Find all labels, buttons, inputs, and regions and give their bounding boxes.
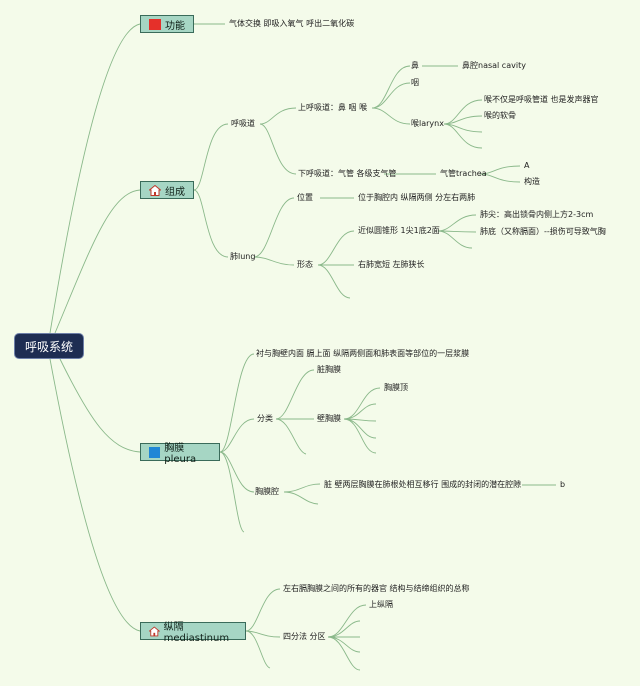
nose-node[interactable]: 鼻 bbox=[411, 61, 419, 70]
lung-position-node[interactable]: 位置 bbox=[297, 193, 313, 202]
node-pleura[interactable]: 胸膜pleura bbox=[140, 443, 220, 465]
lung-shape-desc[interactable]: 近似圆锥形 1尖1底2面 bbox=[358, 226, 440, 235]
node-mediastinum-label: 纵隔mediastinum bbox=[163, 622, 230, 644]
pleura-definition[interactable]: 衬与胸壁内面 膈上面 纵隔两侧面和肺表面等部位的一层浆膜 bbox=[256, 349, 470, 358]
lung-base-node[interactable]: 肺底（又称膈面）--损伤可导致气胸 bbox=[480, 227, 606, 236]
trachea-node[interactable]: 气管trachea bbox=[440, 169, 487, 178]
visceral-pleura-node[interactable]: 脏胸膜 bbox=[317, 365, 341, 374]
pleura-classify-node[interactable]: 分类 bbox=[257, 414, 273, 423]
function-desc[interactable]: 气体交换 即吸入氧气 呼出二氧化碳 bbox=[229, 19, 355, 28]
nasal-cavity-node[interactable]: 鼻腔nasal cavity bbox=[462, 61, 526, 70]
pleural-cavity-b[interactable]: b bbox=[560, 480, 566, 489]
trachea-a-node[interactable]: A bbox=[524, 161, 530, 170]
pleural-cavity-desc[interactable]: 脏 壁两层胸膜在肺根处相互移行 围成的封闭的潜在腔隙 bbox=[324, 480, 522, 489]
mediastinum-definition[interactable]: 左右膈胸膜之间的所有的器官 结构与结缔组织的总称 bbox=[283, 584, 470, 593]
larynx-note-2[interactable]: 喉的软骨 bbox=[484, 111, 516, 120]
mediastinum-division-node[interactable]: 四分法 分区 bbox=[283, 632, 326, 641]
lung-node[interactable]: 肺lung bbox=[230, 252, 256, 261]
larynx-note-1[interactable]: 喉不仅是呼吸管道 也是发声器官 bbox=[484, 95, 599, 104]
node-function-label: 功能 bbox=[165, 20, 185, 32]
larynx-node[interactable]: 喉larynx bbox=[411, 119, 444, 128]
lung-position-desc[interactable]: 位于胸腔内 纵隔两侧 分左右两肺 bbox=[358, 193, 476, 202]
pharynx-node[interactable]: 咽 bbox=[411, 78, 419, 87]
red-flag-icon bbox=[149, 18, 161, 30]
home-icon bbox=[149, 184, 161, 196]
lung-right-left-node[interactable]: 右肺宽短 左肺狭长 bbox=[358, 260, 425, 269]
upper-mediastinum-node[interactable]: 上纵隔 bbox=[369, 600, 393, 609]
node-function[interactable]: 功能 bbox=[140, 15, 194, 33]
pleural-cavity-node[interactable]: 胸膜腔 bbox=[255, 487, 279, 496]
blue-flag-icon bbox=[149, 446, 161, 458]
lower-airway-node[interactable]: 下呼吸道：气管 各级支气管 bbox=[298, 169, 397, 178]
parietal-pleura-node[interactable]: 壁胸膜 bbox=[317, 414, 341, 423]
node-mediastinum[interactable]: 纵隔mediastinum bbox=[140, 622, 246, 644]
lung-apex-node[interactable]: 肺尖：高出锁骨内侧上方2-3cm bbox=[480, 210, 594, 219]
upper-airway-node[interactable]: 上呼吸道：鼻 咽 喉 bbox=[298, 103, 368, 112]
root-node[interactable]: 呼吸系统 bbox=[14, 333, 84, 359]
lung-shape-node[interactable]: 形态 bbox=[297, 260, 313, 269]
cupula-node[interactable]: 胸膜顶 bbox=[384, 383, 408, 392]
node-pleura-label: 胸膜pleura bbox=[164, 443, 197, 465]
trachea-structure-node[interactable]: 构造 bbox=[524, 177, 540, 186]
home-icon bbox=[149, 626, 160, 636]
root-label: 呼吸系统 bbox=[24, 339, 73, 354]
node-composition-label: 组成 bbox=[165, 186, 185, 198]
node-composition[interactable]: 组成 bbox=[140, 181, 194, 199]
airway-node[interactable]: 呼吸道 bbox=[231, 119, 255, 128]
